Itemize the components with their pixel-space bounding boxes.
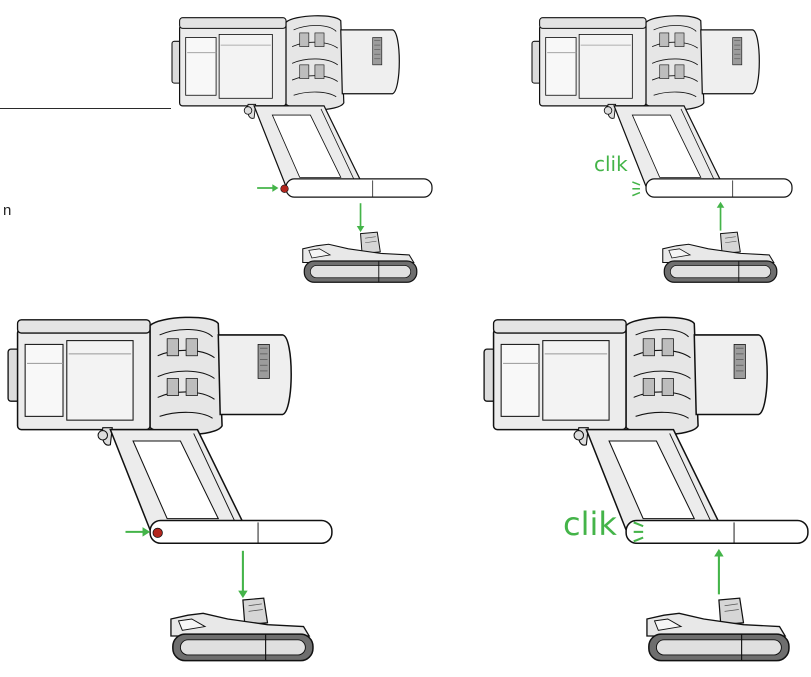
arrow-down-icon: [238, 550, 248, 599]
arrow-right-icon: [125, 527, 151, 537]
arrow-up-icon: [716, 201, 725, 231]
clik-label-step-4: clik: [563, 505, 617, 543]
clik-label-step-2: clik: [594, 152, 628, 176]
edge-text-fragment: n: [3, 202, 12, 219]
release-button-icon: [280, 184, 289, 193]
click-lines-icon: [633, 521, 644, 543]
battery-icon: [662, 231, 778, 283]
step-2-insert-panel: [531, 8, 793, 292]
vacuum-icon: [483, 316, 809, 544]
click-lines-icon: [632, 181, 641, 197]
step-3-remove-panel: [7, 316, 333, 672]
step-1-remove-panel: [171, 8, 433, 292]
arrow-up-icon: [714, 548, 724, 595]
battery-icon: [170, 597, 314, 662]
vacuum-icon: [171, 15, 433, 198]
step-4-insert-panel: [483, 316, 809, 672]
battery-icon: [302, 231, 418, 283]
vacuum-icon: [7, 316, 333, 544]
section-divider-line: [0, 108, 171, 109]
arrow-right-icon: [257, 184, 279, 192]
vacuum-icon: [531, 15, 793, 198]
arrow-down-icon: [356, 203, 365, 233]
battery-icon: [646, 597, 790, 662]
release-button-icon: [152, 527, 163, 538]
